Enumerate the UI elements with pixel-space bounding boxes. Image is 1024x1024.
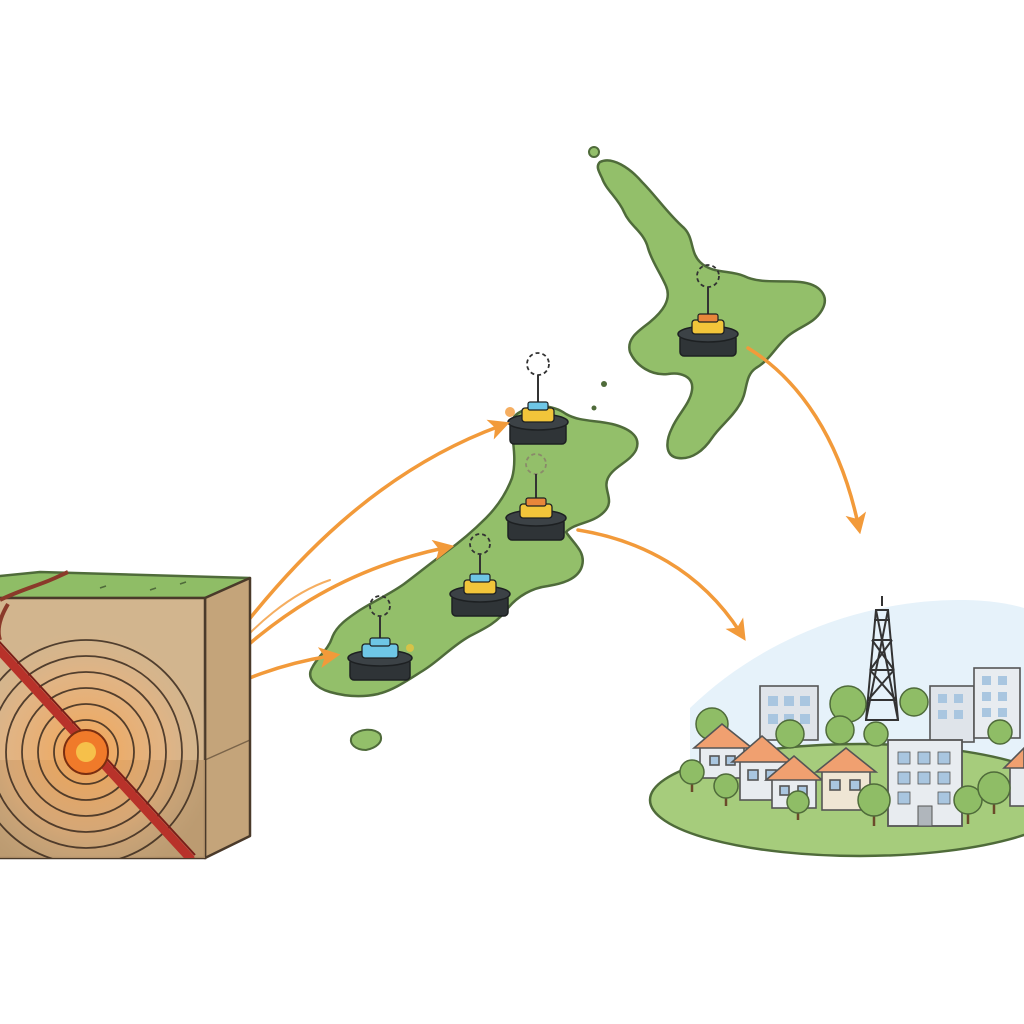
north-island	[588, 146, 826, 460]
earthquake-epicenter-icon	[0, 570, 252, 860]
seismic-sensor-icon	[505, 453, 567, 541]
seismic-sensor-icon	[347, 595, 414, 681]
seismic-sensor-icon	[677, 264, 739, 357]
signal-arrow-icon	[576, 346, 867, 641]
seismic-sensor-icon	[505, 352, 569, 445]
seismic-sensor-icon	[449, 533, 511, 617]
city-icon	[648, 596, 1024, 858]
communication-tower-icon	[864, 596, 900, 721]
stewart-island	[350, 728, 382, 752]
